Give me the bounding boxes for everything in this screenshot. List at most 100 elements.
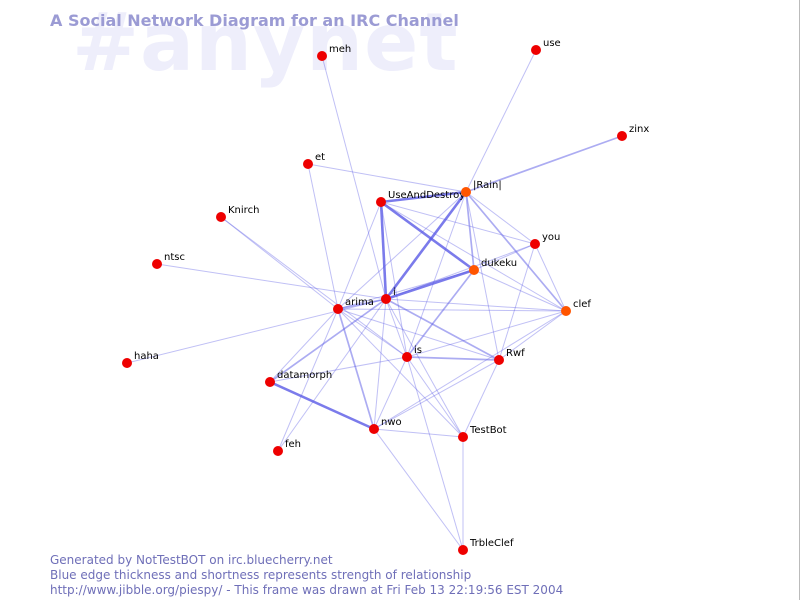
- edge-arima-is: [337, 308, 408, 358]
- footer-legend-line: Blue edge thickness and shortness repres…: [50, 568, 472, 582]
- node-use: use: [531, 38, 561, 55]
- edge-nwo-TrbleClef: [373, 428, 464, 551]
- edge-i-TestBot: [385, 298, 464, 438]
- edge-UseAndDestroy-is: [380, 201, 408, 358]
- node-UseAndDestroy: UseAndDestroy: [376, 190, 465, 207]
- node-arima: arima: [333, 297, 374, 314]
- node-label: UseAndDestroy: [388, 190, 465, 201]
- node-datamorph: datamorph: [265, 370, 332, 387]
- node-label: you: [542, 232, 560, 243]
- node-dot: [381, 294, 391, 304]
- node-label: TrbleClef: [469, 538, 514, 549]
- node-dot: [369, 424, 379, 434]
- node-dot: [402, 352, 412, 362]
- edge-Rain-i: [384, 191, 468, 300]
- edge-arima-Rwf: [337, 308, 500, 361]
- node-dot: [530, 239, 540, 249]
- node-dot: [469, 265, 479, 275]
- node-dot: [494, 355, 504, 365]
- edge-layer: [126, 49, 623, 551]
- node-zinx: zinx: [617, 124, 649, 141]
- node-label: TestBot: [469, 425, 507, 436]
- edge-use-Rain: [465, 49, 537, 193]
- node-ntsc: ntsc: [152, 252, 185, 269]
- node-TestBot: TestBot: [458, 425, 507, 442]
- node-label: feh: [285, 439, 301, 450]
- node-label: datamorph: [277, 370, 332, 381]
- node-dot: [561, 306, 571, 316]
- node-dot: [458, 545, 468, 555]
- node-dot: [216, 212, 226, 222]
- footer-generated-line: Generated by NotTestBOT on irc.bluecherr…: [50, 553, 333, 567]
- node-label: et: [315, 152, 325, 163]
- edge-Rain-is: [406, 191, 467, 358]
- node-label: use: [543, 38, 561, 49]
- edge-arima-nwo: [337, 308, 375, 430]
- node-label: clef: [573, 299, 591, 310]
- edge-i-nwo: [373, 298, 387, 430]
- edge-clef-Rwf: [498, 310, 567, 361]
- node-label: i: [393, 287, 396, 298]
- node-label: Rwf: [506, 348, 525, 359]
- edge-arima-TestBot: [337, 308, 464, 438]
- node-label: Knirch: [228, 205, 259, 216]
- edge-is-datamorph: [269, 356, 408, 383]
- node-dot: [317, 51, 327, 61]
- edge-ntsc-i: [156, 263, 387, 300]
- node-TrbleClef: TrbleClef: [458, 538, 514, 555]
- node-Rain: |Rain|: [461, 180, 502, 197]
- node-dot: [273, 446, 283, 456]
- edge-you-Rwf: [498, 243, 536, 361]
- node-label: meh: [329, 44, 351, 55]
- edge-you-clef: [534, 243, 567, 312]
- node-i: i: [381, 287, 396, 304]
- node-feh: feh: [273, 439, 301, 456]
- node-dukeku: dukeku: [469, 258, 517, 275]
- edge-dukeku-i: [385, 268, 475, 301]
- edge-you-dukeku: [473, 243, 536, 271]
- node-label: |Rain|: [473, 180, 502, 191]
- edge-i-clef: [385, 298, 567, 312]
- edge-Rain-clef: [465, 191, 567, 312]
- edge-clef-nwo: [373, 310, 567, 430]
- edge-i-feh: [277, 298, 387, 452]
- footer-timestamp-line: http://www.jibble.org/piespy/ - This fra…: [50, 583, 564, 597]
- node-dot: [152, 259, 162, 269]
- edge-Rain-arima: [337, 191, 467, 310]
- edge-i-datamorph: [269, 298, 387, 383]
- edge-zinx-Rain: [465, 135, 623, 193]
- node-label: zinx: [629, 124, 649, 135]
- edge-arima-datamorph: [269, 308, 339, 383]
- node-dot: [333, 304, 343, 314]
- edge-UseAndDestroy-arima: [337, 201, 382, 310]
- node-dot: [376, 197, 386, 207]
- edge-Knirch-is: [220, 216, 408, 358]
- edge-datamorph-nwo: [269, 380, 375, 431]
- node-label: arima: [345, 297, 374, 308]
- node-label: dukeku: [481, 258, 517, 269]
- node-dot: [617, 131, 627, 141]
- edge-dukeku-arima: [337, 269, 475, 310]
- node-label: ntsc: [164, 252, 185, 263]
- node-dot: [122, 358, 132, 368]
- edge-dukeku-clef: [473, 269, 567, 312]
- edge-i-is: [385, 298, 408, 358]
- edge-UseAndDestroy-Rain: [380, 190, 467, 204]
- node-Rwf: Rwf: [494, 348, 525, 365]
- node-dot: [265, 377, 275, 387]
- edge-UseAndDestroy-you: [380, 201, 536, 245]
- edge-Rain-Rwf: [465, 191, 500, 361]
- edge-clef-is: [406, 310, 567, 358]
- edge-Rain-you: [465, 191, 536, 245]
- edge-UseAndDestroy-i: [379, 201, 388, 300]
- edge-dukeku-is: [406, 269, 475, 358]
- edge-Rwf-nwo: [373, 359, 500, 430]
- edge-i-Rwf: [385, 298, 500, 361]
- node-label: nwo: [381, 417, 402, 428]
- node-et: et: [303, 152, 325, 169]
- edge-et-arima: [307, 163, 339, 310]
- edge-UseAndDestroy-clef: [380, 201, 567, 312]
